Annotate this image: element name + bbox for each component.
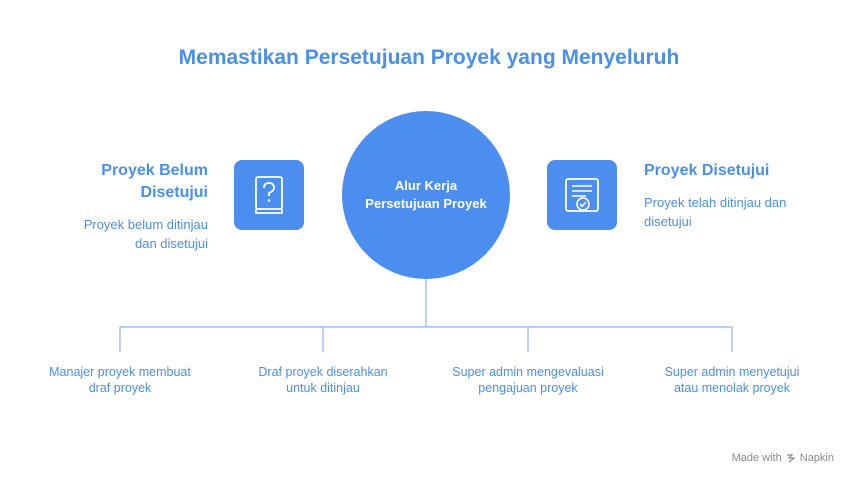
left-panel-title: Proyek Belum Disetujui [101,162,208,201]
made-with-napkin: Made with Napkin [732,452,834,464]
step-1-label: Manajer proyek membuat draf proyek [49,365,191,395]
center-label: Alur Kerja Persetujuan Proyek [365,178,487,211]
right-panel-title: Proyek Disetujui [644,162,770,179]
page-title: Memastikan Persetujuan Proyek yang Menye… [178,46,680,69]
made-with-label: Made with [731,452,782,464]
center-circle: Alur Kerja Persetujuan Proyek [342,111,510,279]
question-book-icon [234,160,304,230]
step-2-label: Draf proyek diserahkan untuk ditinjau [258,365,388,395]
step-4-label: Super admin menyetujui atau menolak proy… [664,365,800,395]
napkin-logo-icon [786,454,796,463]
right-panel-description: Proyek telah ditinjau dan disetujui [644,195,787,229]
left-panel-description: Proyek belum ditinjau dan disetujui [83,217,208,251]
brand-label: Napkin [799,452,834,464]
step-3-label: Super admin mengevaluasi pengajuan proye… [452,365,604,395]
approved-document-icon [547,160,617,230]
